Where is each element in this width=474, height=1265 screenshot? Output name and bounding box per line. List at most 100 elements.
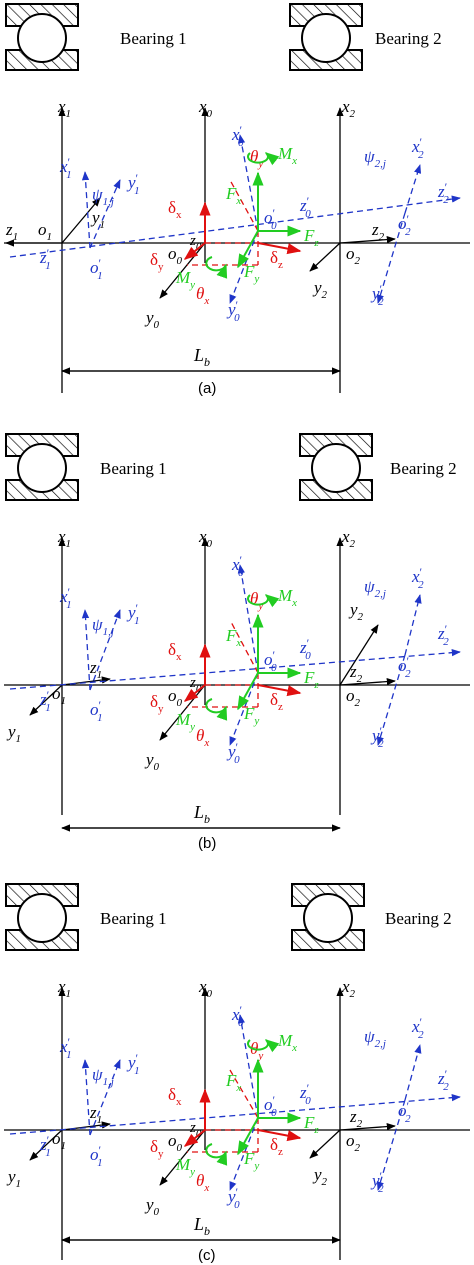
My-moment-arrow bbox=[205, 1143, 228, 1166]
bearing-1-label: Bearing 1 bbox=[120, 29, 187, 48]
x2-prime-label: x′2 bbox=[411, 1015, 424, 1041]
Fz-label: Fz bbox=[303, 668, 319, 691]
y0-label: y0 bbox=[144, 1195, 160, 1218]
o1-prime-label: o′1 bbox=[90, 1143, 103, 1169]
z0-prime-label: z′0 bbox=[299, 1081, 311, 1107]
Fy-label: Fy bbox=[243, 704, 259, 727]
x2-label: x2 bbox=[341, 977, 356, 1000]
Mx-label: Mx bbox=[277, 1031, 297, 1054]
y0-prime-label: y′0 bbox=[226, 740, 240, 766]
x0-prime-axis bbox=[237, 134, 259, 232]
delta-x-label: δx bbox=[168, 1085, 182, 1108]
o1-label: o1 bbox=[38, 220, 52, 243]
theta-x-label: θx bbox=[196, 284, 209, 307]
y1-label: y1 bbox=[6, 722, 21, 745]
z2-prime-label: z′2 bbox=[437, 622, 449, 648]
x2-prime-label: x′2 bbox=[411, 135, 424, 161]
panel-caption: (b) bbox=[198, 835, 216, 852]
Fx-label: Fx bbox=[225, 1071, 241, 1094]
o1-prime-label: o′1 bbox=[90, 698, 103, 724]
y0-label: y0 bbox=[144, 750, 160, 773]
Mx-label: Mx bbox=[277, 144, 297, 167]
delta-z-arrow bbox=[257, 684, 302, 697]
bearing-ball bbox=[301, 13, 351, 63]
theta-y-label: θy bbox=[250, 589, 263, 612]
tilted-shaft-axis bbox=[9, 195, 461, 258]
x1-prime-label: x′1 bbox=[59, 1035, 72, 1061]
y1-prime-axis bbox=[89, 1059, 121, 1136]
bearing-2-icon bbox=[291, 883, 365, 951]
bearing-2-label: Bearing 2 bbox=[390, 459, 457, 478]
z2-prime-label: z′2 bbox=[437, 1067, 449, 1093]
z1-prime-label: z′1 bbox=[39, 688, 51, 714]
x0-prime-axis bbox=[237, 564, 259, 674]
y0-prime-label: y′0 bbox=[226, 298, 240, 324]
z2-axis bbox=[339, 235, 396, 244]
Lb-label: Lb bbox=[193, 802, 210, 826]
delta-y-arrow bbox=[183, 1129, 206, 1147]
tilted-shaft-axis bbox=[9, 649, 461, 690]
o0-label: o0 bbox=[168, 244, 183, 267]
x1-label: x1 bbox=[57, 527, 71, 550]
Fy-label: Fy bbox=[243, 1149, 259, 1172]
psi-1j-label: ψ1,j bbox=[92, 1065, 114, 1088]
Mx-moment-arrow bbox=[247, 1039, 280, 1053]
z1-prime-label: z′1 bbox=[39, 246, 51, 272]
z2-label: z2 bbox=[349, 1107, 363, 1130]
y2-prime-label: y′2 bbox=[370, 282, 384, 308]
Mx-moment-arrow bbox=[247, 594, 280, 608]
x1-prime-axis bbox=[81, 171, 91, 249]
Mx-moment-arrow bbox=[247, 152, 280, 166]
Fz-label: Fz bbox=[303, 226, 319, 249]
delta-x-label: δx bbox=[168, 640, 182, 663]
My-label: My bbox=[175, 1155, 195, 1178]
bearing-1-icon bbox=[5, 3, 79, 71]
y1-axis bbox=[61, 197, 101, 244]
y0-prime-label: y′0 bbox=[226, 1185, 240, 1211]
y1-prime-axis bbox=[89, 609, 121, 691]
x0-label: x0 bbox=[198, 97, 213, 120]
delta-z-arrow bbox=[257, 242, 302, 255]
theta-x-label: θx bbox=[196, 726, 209, 749]
z1-label: z1 bbox=[89, 1103, 102, 1126]
z0-prime-label: z′0 bbox=[299, 636, 311, 662]
delta-z-label: δz bbox=[270, 248, 283, 271]
o0-label: o0 bbox=[168, 1131, 183, 1154]
y2-axis bbox=[309, 1129, 341, 1159]
y2-axis bbox=[309, 242, 341, 272]
x0-prime-label: x′0 bbox=[231, 553, 244, 579]
y1-prime-axis bbox=[89, 179, 121, 249]
My-moment-arrow bbox=[205, 698, 228, 721]
Lb-label: Lb bbox=[193, 345, 210, 369]
psi-2j-label: ψ2,j bbox=[364, 577, 386, 600]
y2-prime-axis bbox=[376, 1099, 406, 1191]
My-moment-arrow bbox=[205, 256, 228, 279]
x1-prime-axis bbox=[81, 609, 91, 691]
bearing-2-label: Bearing 2 bbox=[385, 909, 452, 928]
y2-label: y2 bbox=[348, 600, 364, 623]
x0-prime-axis bbox=[237, 1014, 259, 1119]
psi-2j-label: ψ2,j bbox=[364, 147, 386, 170]
y2-axis bbox=[339, 624, 379, 686]
bearing-2-icon bbox=[299, 433, 373, 501]
x2-label: x2 bbox=[341, 527, 356, 550]
o1-label: o1 bbox=[52, 684, 66, 707]
Fy-arrow bbox=[237, 230, 259, 269]
y2-prime-axis bbox=[376, 654, 406, 746]
psi-1j-label: ψ1,j bbox=[92, 615, 114, 638]
y2-label: y2 bbox=[312, 278, 328, 301]
o0-label: o0 bbox=[168, 686, 183, 709]
x1-label: x1 bbox=[57, 97, 71, 120]
z2-label: z2 bbox=[371, 220, 385, 243]
y1-axis bbox=[29, 1129, 63, 1161]
psi-2j-label: ψ2,j bbox=[364, 1027, 386, 1050]
y1-label: y1 bbox=[6, 1167, 21, 1190]
o0-prime-label: o′0 bbox=[264, 1093, 277, 1119]
bearing-ball bbox=[303, 893, 353, 943]
delta-y-label: δy bbox=[150, 250, 164, 273]
x0-label: x0 bbox=[198, 527, 213, 550]
bearing-1-icon bbox=[5, 883, 79, 951]
delta-y-arrow bbox=[183, 684, 206, 702]
